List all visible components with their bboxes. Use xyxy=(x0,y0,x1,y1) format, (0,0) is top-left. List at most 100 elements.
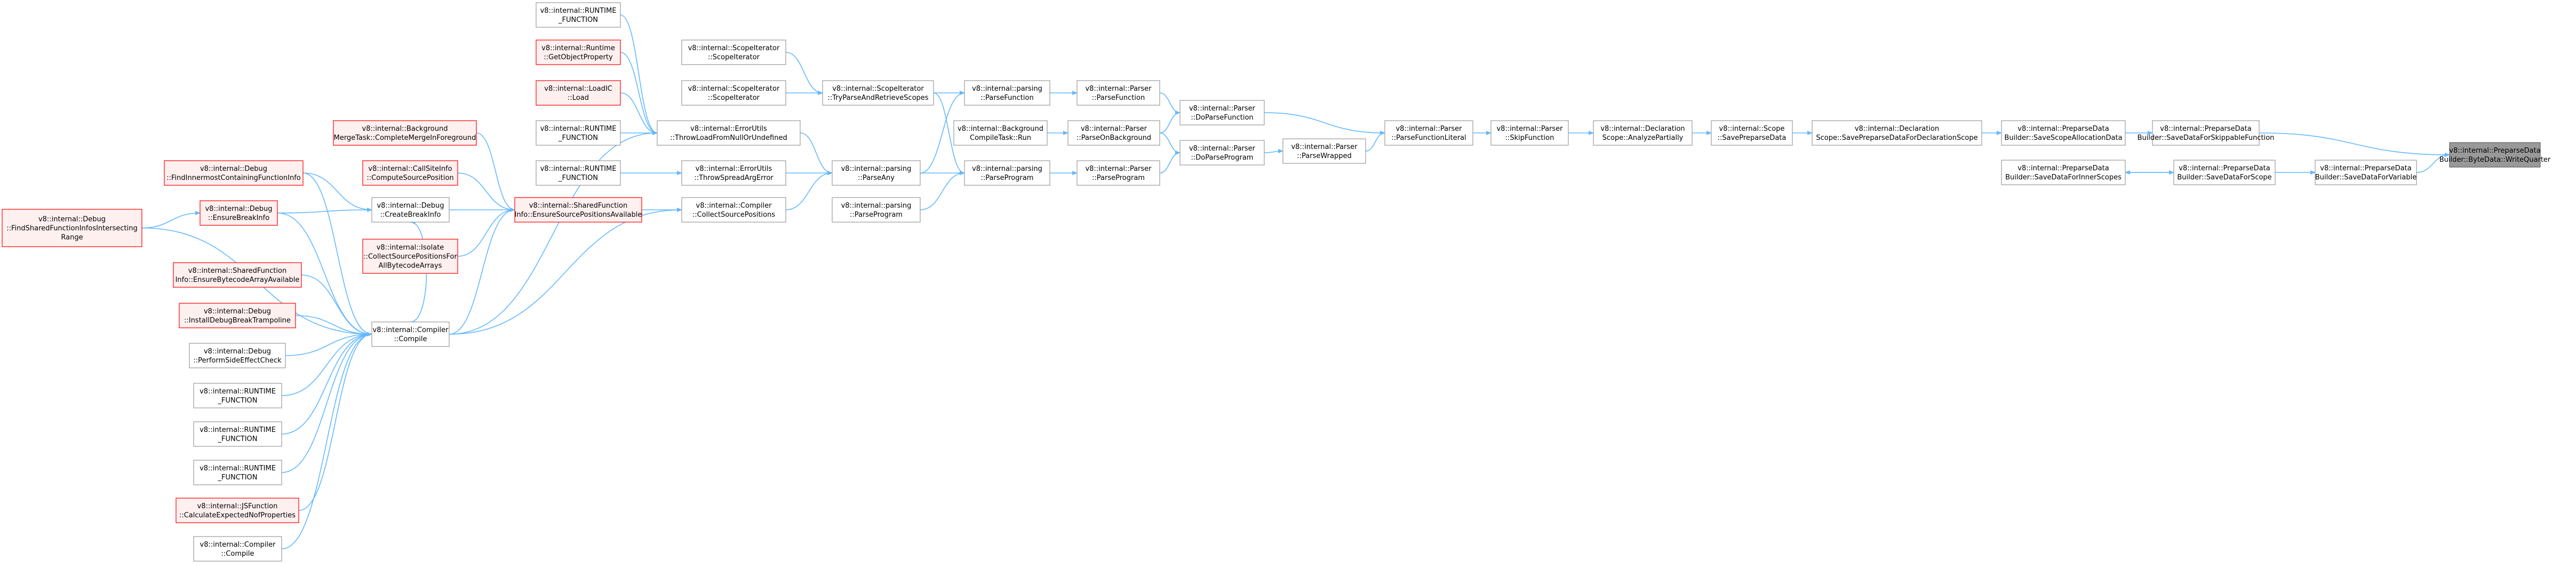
node-box xyxy=(681,160,786,186)
node-loadIC[interactable]: v8::internal::LoadIC::Load xyxy=(536,80,621,106)
node-throwLoad[interactable]: v8::internal::ErrorUtils::ThrowLoadFromN… xyxy=(657,120,801,146)
node-label-line: v8::internal::ScopeIterator xyxy=(832,85,924,93)
node-saveForScope[interactable]: v8::internal::PreparseDataBuilder::SaveD… xyxy=(2173,160,2276,185)
node-label-line: Builder::SaveDataForInnerScopes xyxy=(2005,174,2122,182)
node-parseAny[interactable]: v8::internal::parsing::ParseAny xyxy=(832,160,921,186)
node-label-line: ::Load xyxy=(568,94,589,102)
edge-rtFnA-to-throwLoad xyxy=(620,14,658,135)
node-label-line: v8::internal::Debug xyxy=(204,348,271,356)
node-parsingParseProg[interactable]: v8::internal::parsing::ParseProgram xyxy=(964,160,1050,186)
node-scopeIter2[interactable]: v8::internal::ScopeIterator::ScopeIterat… xyxy=(681,80,786,106)
node-ensureBreak[interactable]: v8::internal::Debug::EnsureBreakInfo xyxy=(200,200,278,226)
node-getObjProp[interactable]: v8::internal::Runtime::GetObjectProperty xyxy=(536,40,621,65)
node-compilerCompile[interactable]: v8::internal::Compiler::Compile xyxy=(371,321,450,347)
node-label-line: ::TryParseAndRetrieveScopes xyxy=(827,94,928,102)
node-ensureBytecode[interactable]: v8::internal::SharedFunctionInfo::Ensure… xyxy=(173,262,302,288)
node-saveInner[interactable]: v8::internal::PreparseDataBuilder::SaveD… xyxy=(2001,160,2126,185)
node-compilerCompile2[interactable]: v8::internal::Compiler::Compile xyxy=(193,536,282,562)
node-label-line: v8::internal::LoadIC xyxy=(544,85,612,93)
node-rtFnC[interactable]: v8::internal::RUNTIME_FUNCTION xyxy=(536,160,621,186)
node-parseFnLit[interactable]: v8::internal::Parser::ParseFunctionLiter… xyxy=(1384,120,1473,146)
node-box xyxy=(681,197,786,223)
node-jsFnCalc[interactable]: v8::internal::JSFunction::CalculateExpec… xyxy=(176,498,299,523)
node-parseWrapped[interactable]: v8::internal::Parser::ParseWrapped xyxy=(1282,138,1366,164)
node-installTramp[interactable]: v8::internal::Debug::InstallDebugBreakTr… xyxy=(179,303,296,328)
node-label-line: ::CalculateExpectedNofProperties xyxy=(179,511,296,519)
node-box xyxy=(193,383,282,408)
node-label-line: v8::internal::parsing xyxy=(841,202,912,210)
node-label-line: v8::internal::ScopeIterator xyxy=(688,85,780,93)
node-declAnalyze[interactable]: v8::internal::DeclarationScope::AnalyzeP… xyxy=(1593,120,1693,146)
edge-compilerCompile-to-ensureSrcPos xyxy=(449,208,515,335)
node-rtFnD[interactable]: v8::internal::RUNTIME_FUNCTION xyxy=(193,383,282,408)
node-rtFnA[interactable]: v8::internal::RUNTIME_FUNCTION xyxy=(536,2,621,28)
node-label-line: v8::internal::RUNTIME xyxy=(540,7,617,15)
node-parsingParseProg2[interactable]: v8::internal::parsing::ParseProgram xyxy=(832,197,921,223)
node-label-line: ::ParseProgram xyxy=(850,211,903,219)
node-callSite[interactable]: v8::internal::CallSiteInfo::ComputeSourc… xyxy=(362,160,458,186)
node-box xyxy=(1076,80,1160,106)
node-parsingParseFn[interactable]: v8::internal::parsing::ParseFunction xyxy=(964,80,1050,106)
node-label-line: ::Compile xyxy=(221,550,254,558)
node-label-line: v8::internal::Debug xyxy=(200,165,267,173)
node-declSave[interactable]: v8::internal::DeclarationScope::SavePrep… xyxy=(1812,120,1982,146)
node-findInner[interactable]: v8::internal::Debug::FindInnermostContai… xyxy=(164,160,304,186)
node-label-line: v8::internal::parsing xyxy=(841,165,912,173)
node-saveVariable[interactable]: v8::internal::PreparseDataBuilder::SaveD… xyxy=(2315,160,2417,185)
node-parserParseFn[interactable]: v8::internal::Parser::ParseFunction xyxy=(1076,80,1160,106)
node-box xyxy=(1179,100,1265,125)
node-label-line: v8::internal::PreparseData xyxy=(2017,164,2109,172)
node-performSide[interactable]: v8::internal::Debug::PerformSideEffectCh… xyxy=(189,343,286,368)
node-findShared[interactable]: v8::internal::Debug::FindSharedFunctionI… xyxy=(2,209,142,247)
node-label-line: v8::internal::PreparseData xyxy=(2017,125,2109,133)
node-rtFnE[interactable]: v8::internal::RUNTIME_FUNCTION xyxy=(193,421,282,447)
node-label-line: ::CollectSourcePositionsFor xyxy=(363,253,457,261)
node-saveSkippable[interactable]: v8::internal::PreparseDataBuilder::SaveD… xyxy=(2138,120,2275,146)
node-createBreak[interactable]: v8::internal::Debug::CreateBreakInfo xyxy=(371,197,450,223)
node-isolateCollect[interactable]: v8::internal::Isolate::CollectSourcePosi… xyxy=(362,239,458,274)
node-box xyxy=(173,262,302,288)
node-label-line: v8::internal::ErrorUtils xyxy=(690,125,767,133)
node-bgMerge[interactable]: v8::internal::BackgroundMergeTask::Compl… xyxy=(333,120,477,146)
node-box xyxy=(536,40,621,65)
node-label-line: v8::internal::Compiler xyxy=(373,326,449,334)
node-scopeIter1[interactable]: v8::internal::ScopeIterator::ScopeIterat… xyxy=(681,40,786,65)
node-root[interactable]: v8::internal::PreparseDataBuilder::ByteD… xyxy=(2439,142,2551,168)
node-label-line: v8::internal::RUNTIME xyxy=(540,125,617,133)
node-label-line: ::EnsureBreakInfo xyxy=(208,214,269,222)
node-label-line: v8::internal::Parser xyxy=(1395,125,1462,133)
node-box xyxy=(2152,120,2260,146)
edge-compilerCompile-to-collectSrcPos xyxy=(449,208,682,335)
node-label-line: v8::internal::Isolate xyxy=(377,244,444,252)
node-label-line: ::FindSharedFunctionInfosIntersecting xyxy=(6,225,137,233)
node-parseOnBg[interactable]: v8::internal::Parser::ParseOnBackground xyxy=(1067,120,1160,146)
edge-ensureBytecode-to-compilerCompile xyxy=(301,274,372,336)
node-saveScopeAlloc[interactable]: v8::internal::PreparseDataBuilder::SaveS… xyxy=(2001,120,2126,146)
node-label-line: v8::internal::SharedFunction xyxy=(188,267,286,275)
node-skipFn[interactable]: v8::internal::Parser::SkipFunction xyxy=(1490,120,1569,146)
node-label-line: ::ParseProgram xyxy=(1092,174,1145,182)
edge-collectSrcPos-to-parseAny xyxy=(785,171,833,210)
node-label-line: ::ParseWrapped xyxy=(1297,152,1351,160)
node-scopeSave[interactable]: v8::internal::Scope::SavePreparseData xyxy=(1711,120,1793,146)
node-label-line: ::PerformSideEffectCheck xyxy=(193,357,282,365)
node-box xyxy=(1384,120,1473,146)
node-label-line: v8::internal::Debug xyxy=(38,216,106,224)
node-box xyxy=(1711,120,1793,146)
node-box xyxy=(964,160,1050,186)
edge-jsFnCalc-to-compilerCompile xyxy=(298,332,372,511)
node-collectSrcPos[interactable]: v8::internal::Compiler::CollectSourcePos… xyxy=(681,197,786,223)
node-box xyxy=(681,80,786,106)
node-label-line: ::DoParseProgram xyxy=(1191,154,1254,162)
node-parserParseProg[interactable]: v8::internal::Parser::ParseProgram xyxy=(1076,160,1160,186)
node-rtFnB[interactable]: v8::internal::RUNTIME_FUNCTION xyxy=(536,120,621,146)
node-doParseProg[interactable]: v8::internal::Parser::DoParseProgram xyxy=(1179,140,1265,166)
node-ensureSrcPos[interactable]: v8::internal::SharedFunctionInfo::Ensure… xyxy=(514,197,642,223)
node-rtFnF[interactable]: v8::internal::RUNTIME_FUNCTION xyxy=(193,460,282,485)
node-box xyxy=(953,120,1048,146)
node-label-line: v8::internal::Background xyxy=(958,125,1043,133)
node-throwSpread[interactable]: v8::internal::ErrorUtils::ThrowSpreadArg… xyxy=(681,160,786,186)
node-tryParse[interactable]: v8::internal::ScopeIterator::TryParseAnd… xyxy=(822,80,934,106)
node-doParseFn[interactable]: v8::internal::Parser::DoParseFunction xyxy=(1179,100,1265,125)
